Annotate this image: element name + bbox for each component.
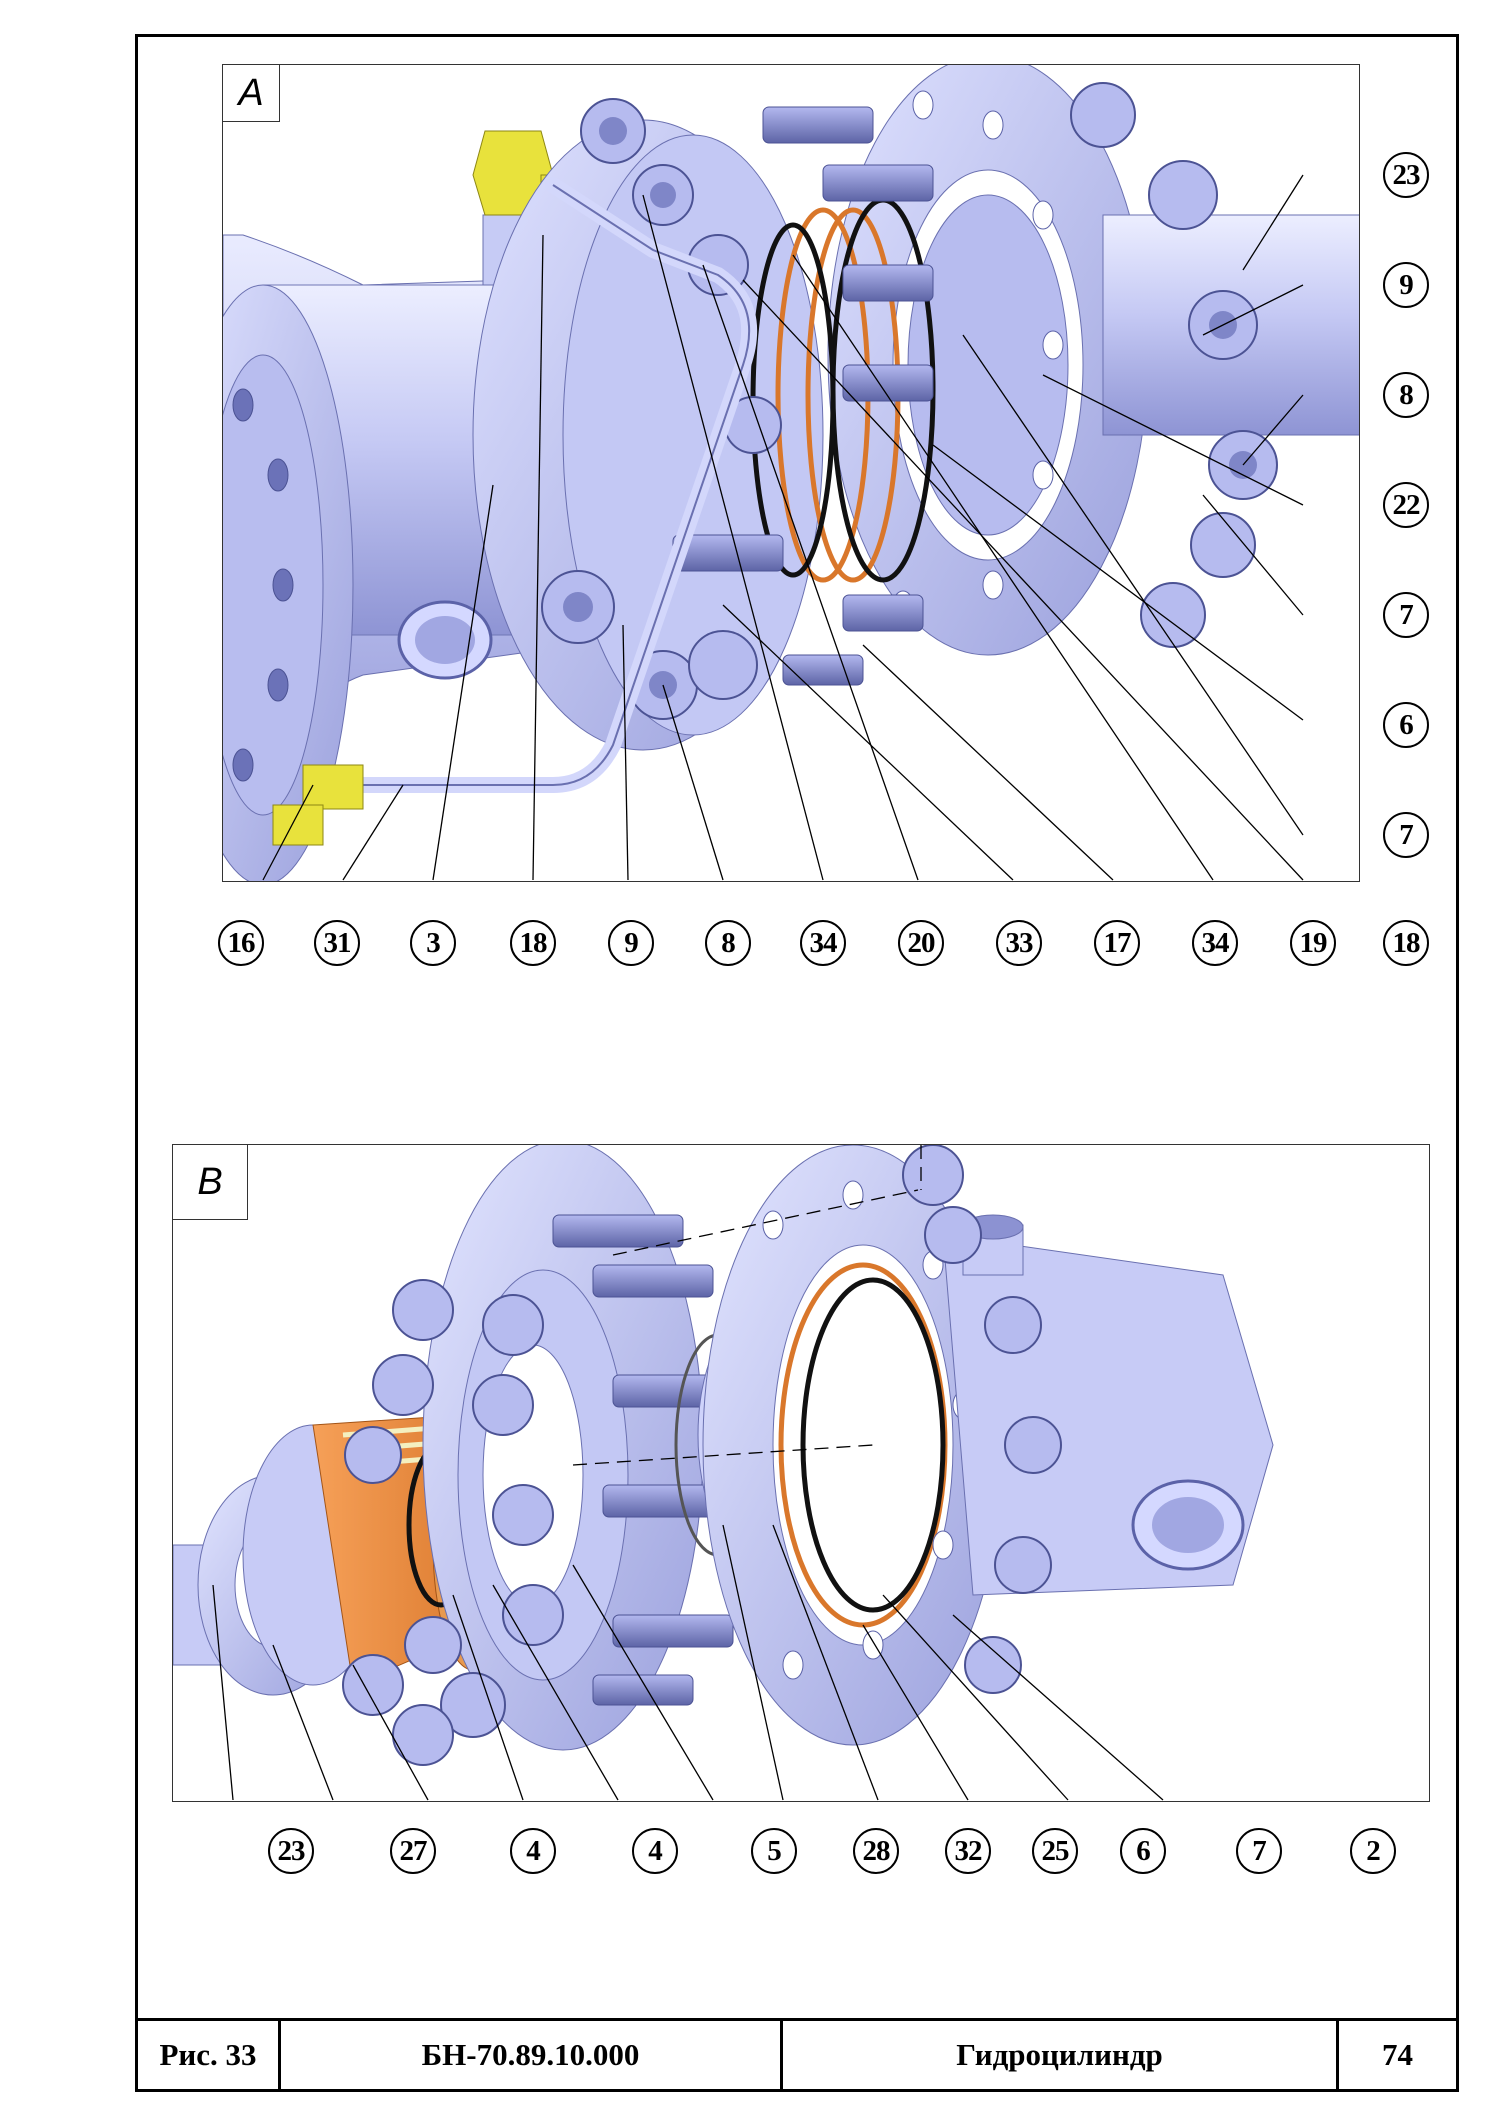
callout-a-bottom: 34 [1192, 920, 1238, 966]
callout-b-bottom: 25 [1032, 1828, 1078, 1874]
callout-a-bottom: 9 [608, 920, 654, 966]
view-b-panel: B [172, 1144, 1430, 1802]
callout-b-bottom: 32 [945, 1828, 991, 1874]
drawing-title: Гидроцилиндр [783, 2021, 1339, 2089]
document-number: БН-70.89.10.000 [281, 2021, 783, 2089]
callout-a-bottom: 34 [800, 920, 846, 966]
callout-b-bottom: 4 [510, 1828, 556, 1874]
view-b-illustration [173, 1145, 1274, 1801]
callout-a-right: 22 [1383, 482, 1429, 528]
callout-b-bottom: 2 [1350, 1828, 1396, 1874]
callout-b-bottom: 23 [268, 1828, 314, 1874]
callout-a-bottom: 31 [314, 920, 360, 966]
callout-a-right: 23 [1383, 152, 1429, 198]
callout-b-bottom: 4 [632, 1828, 678, 1874]
callout-a-bottom: 18 [510, 920, 556, 966]
callout-b-bottom: 6 [1120, 1828, 1166, 1874]
callout-a-bottom: 19 [1290, 920, 1336, 966]
callout-a-bottom: 17 [1094, 920, 1140, 966]
figure-number: Рис. 33 [138, 2021, 281, 2089]
title-block: Рис. 33 БН-70.89.10.000 Гидроцилиндр 74 [135, 2018, 1459, 2092]
callout-a-right: 7 [1383, 592, 1429, 638]
callout-a-right: 9 [1383, 262, 1429, 308]
callout-b-bottom: 5 [751, 1828, 797, 1874]
callout-a-bottom: 33 [996, 920, 1042, 966]
callout-a-right: 8 [1383, 372, 1429, 418]
callout-a-bottom: 3 [410, 920, 456, 966]
callout-a-bottom: 8 [705, 920, 751, 966]
callout-a-bottom: 16 [218, 920, 264, 966]
callout-b-bottom: 7 [1236, 1828, 1282, 1874]
callout-b-bottom: 28 [853, 1828, 899, 1874]
view-a-panel: A [222, 64, 1360, 882]
callout-a-bottom: 20 [898, 920, 944, 966]
callout-a-bottom: 18 [1383, 920, 1429, 966]
callout-b-bottom: 27 [390, 1828, 436, 1874]
page-number: 74 [1382, 2037, 1413, 2072]
view-a-illustration [223, 65, 1359, 881]
callout-a-right: 7 [1383, 812, 1429, 858]
view-b-label: B [173, 1145, 248, 1220]
callout-a-right: 6 [1383, 702, 1429, 748]
view-a-label: A [223, 65, 280, 122]
